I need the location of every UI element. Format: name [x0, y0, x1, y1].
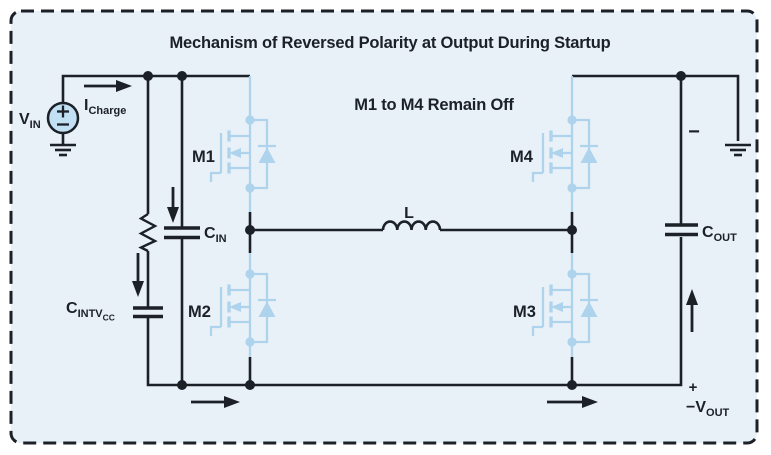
label-output-plus: +	[689, 379, 698, 396]
resistor-symbol	[138, 212, 158, 253]
bottom-left-current-arrow-icon	[191, 396, 240, 408]
inductor-symbol	[381, 220, 442, 231]
label-m3: M3	[513, 303, 536, 321]
label-inductor: L	[404, 205, 414, 222]
cout-capacitor-symbol	[665, 223, 698, 237]
label-m4: M4	[510, 148, 534, 166]
wire-bottom-rail	[146, 237, 683, 387]
label-m1: M1	[192, 148, 215, 166]
label-cout: COUT	[702, 224, 737, 244]
ground-left	[50, 143, 76, 157]
figure-title: Mechanism of Reversed Polarity at Output…	[170, 34, 611, 52]
cout-current-arrow-icon	[686, 289, 698, 332]
label-vout: −VOUT	[686, 399, 730, 419]
junction-dots	[143, 71, 686, 390]
ground-right	[725, 143, 751, 157]
bottom-right-current-arrow-icon	[547, 396, 598, 408]
vin-source-icon	[46, 101, 80, 135]
cin-current-arrow-icon	[167, 187, 179, 223]
cintvcc-current-arrow-icon	[132, 253, 144, 297]
figure-note: M1 to M4 Remain Off	[354, 96, 514, 114]
wiring	[61, 74, 740, 387]
label-m2: M2	[188, 303, 211, 321]
label-cintvcc: CINTVCC	[66, 300, 115, 323]
cintvcc-capacitor-symbol	[133, 306, 163, 319]
cin-capacitor-symbol	[164, 226, 200, 240]
wire-vin-to-top-rail	[61, 74, 250, 104]
label-cin: CIN	[204, 225, 227, 245]
label-output-minus: −	[688, 121, 700, 143]
wire-top-right-rail	[572, 74, 740, 141]
label-icharge: ICharge	[84, 97, 126, 117]
icharge-arrow-icon	[84, 80, 132, 92]
label-vin: VIN	[19, 111, 41, 131]
